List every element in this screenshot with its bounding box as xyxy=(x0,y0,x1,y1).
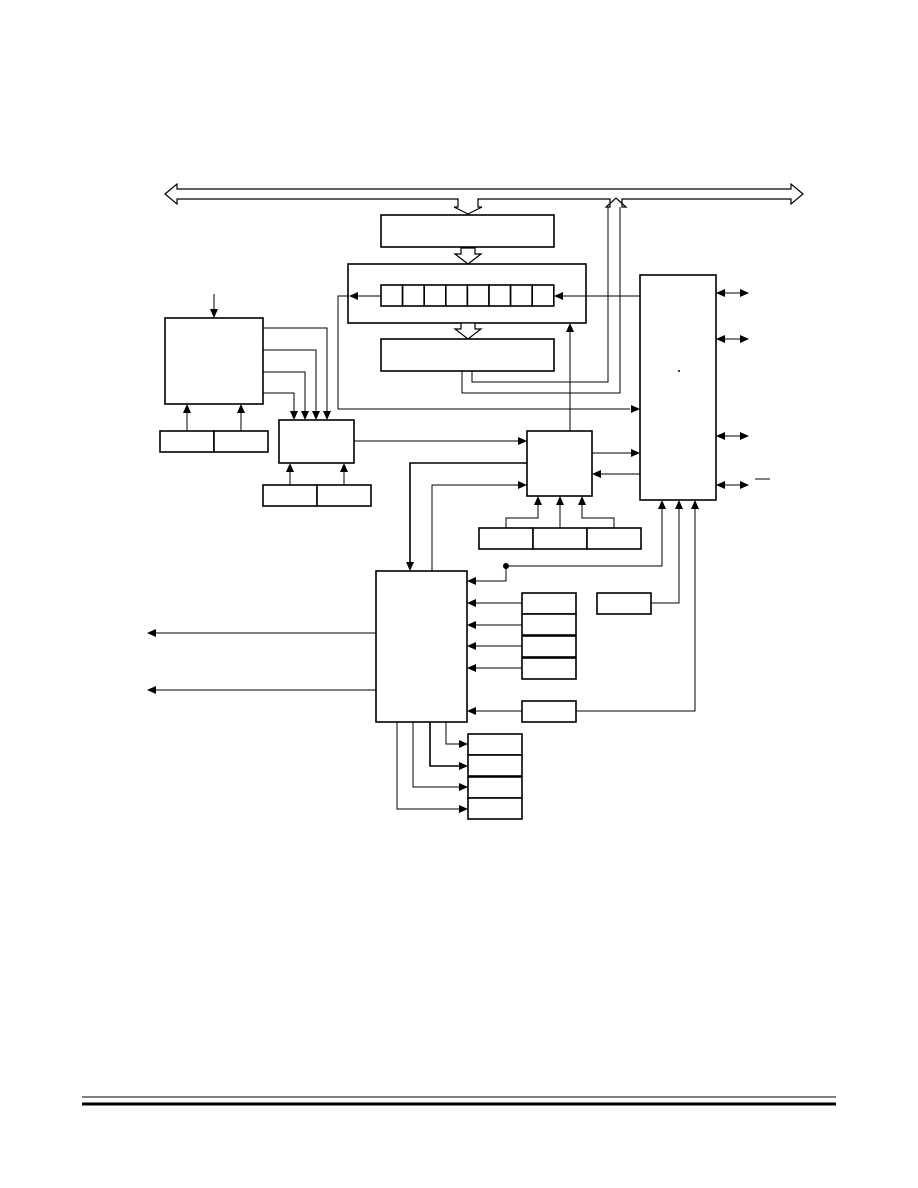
shift-cell xyxy=(509,284,534,307)
arrow-head xyxy=(691,500,699,509)
arrow-head xyxy=(210,309,218,318)
arrow-head xyxy=(556,496,564,505)
marker-dot xyxy=(678,370,680,372)
register-top xyxy=(380,214,555,248)
arrow-head xyxy=(518,481,527,489)
shift-cell xyxy=(423,284,447,307)
arrow-head xyxy=(631,405,640,413)
shift-to-controller-line xyxy=(337,295,630,410)
counter-reg-2 xyxy=(521,613,577,636)
bottom-reg-3 xyxy=(467,776,523,799)
arrow-head xyxy=(631,449,640,457)
mux-reg-a xyxy=(262,484,318,507)
arrow-head xyxy=(518,437,527,445)
arrow-head xyxy=(534,496,542,505)
shift-cell xyxy=(466,284,490,307)
register-bottom xyxy=(380,338,555,372)
shift-cell xyxy=(444,284,469,307)
counter-reg-5 xyxy=(521,700,577,723)
shift-cell xyxy=(380,284,404,307)
bottom-reg-4 xyxy=(467,797,523,820)
system-bus xyxy=(164,182,804,215)
shift-cell xyxy=(401,284,426,307)
counter-reg-3 xyxy=(521,635,577,658)
clock-mux xyxy=(278,419,355,464)
control-block xyxy=(526,430,593,497)
pin-controller xyxy=(639,274,717,501)
junction-dot xyxy=(503,563,509,569)
arrow-head xyxy=(554,292,563,300)
pin-io-arrows xyxy=(716,289,770,489)
arrow-head xyxy=(286,463,294,472)
bottom-reg-1 xyxy=(467,733,523,756)
return-to-bus-path xyxy=(461,207,621,394)
counter-reg-1 xyxy=(521,592,577,615)
clock-block xyxy=(164,317,264,405)
arrow-head xyxy=(406,562,414,571)
hollow-arrow-shift-to-lower xyxy=(453,322,483,340)
clock-reg-b xyxy=(213,430,269,453)
arrow-head xyxy=(147,686,156,694)
arrow-head xyxy=(578,496,586,505)
bottom-reg-2 xyxy=(467,754,523,777)
reg-to-counter-arrows xyxy=(467,599,522,715)
arrow-head xyxy=(566,323,574,332)
bus-double-arrow xyxy=(164,182,804,215)
arrow-head xyxy=(237,404,245,413)
arrow-head xyxy=(147,629,156,637)
counter-block xyxy=(375,570,468,723)
control-reg-c xyxy=(586,527,642,550)
shift-cell xyxy=(488,284,512,307)
control-to-counter-line xyxy=(409,462,527,562)
mux-reg-b xyxy=(316,484,372,507)
control-reg-b xyxy=(532,527,588,550)
arrow-head xyxy=(658,500,666,509)
arrow-head xyxy=(349,292,358,300)
arrow-head xyxy=(467,577,476,585)
counter-reg-4 xyxy=(521,657,577,680)
clock-reg-a xyxy=(159,430,215,453)
counter-to-bottom-regs xyxy=(396,722,468,813)
hollow-arrow-top-to-shift xyxy=(453,247,483,265)
arrow-head xyxy=(340,463,348,472)
clock-to-mux-lines xyxy=(263,327,331,420)
shift-cell xyxy=(531,284,555,307)
side-register xyxy=(596,592,652,615)
arrow-head xyxy=(183,404,191,413)
shift-register-cells xyxy=(380,284,555,307)
arrow-head xyxy=(592,470,601,478)
control-reg-a xyxy=(478,527,534,550)
arrow-head xyxy=(675,500,683,509)
